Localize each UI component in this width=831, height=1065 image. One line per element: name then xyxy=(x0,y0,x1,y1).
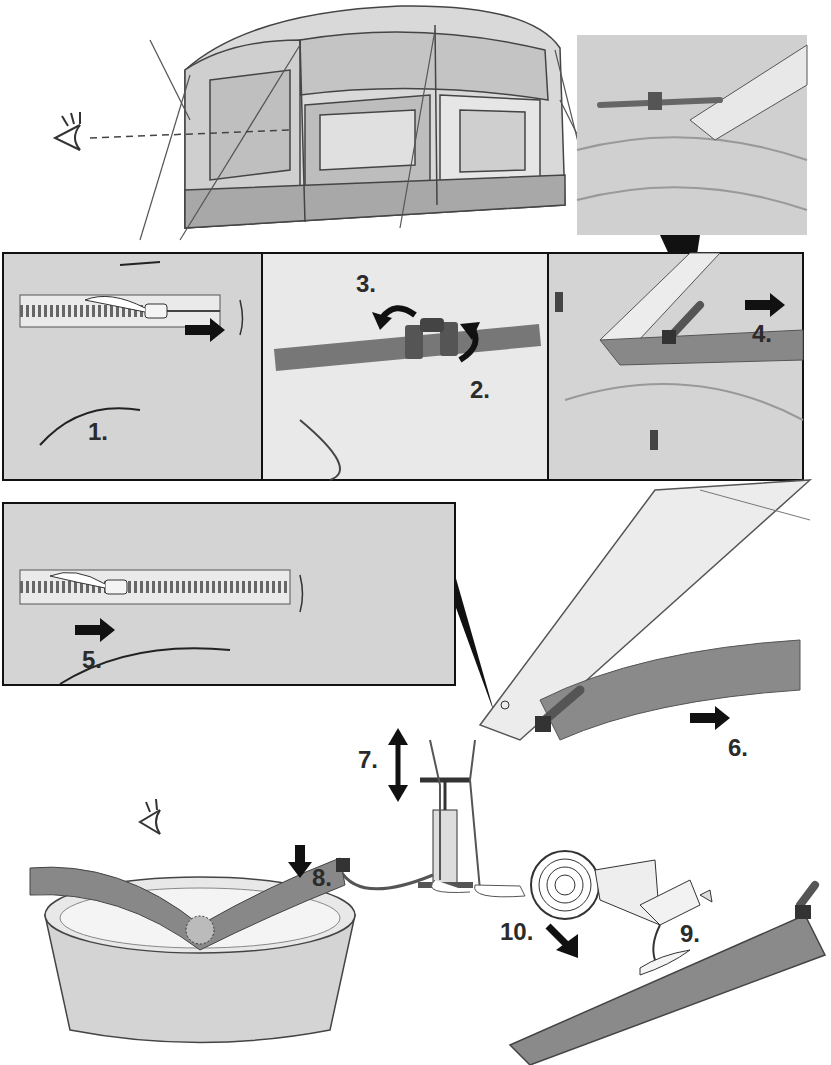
guy-lines xyxy=(140,30,610,240)
tube-panel xyxy=(548,253,803,480)
tube-end xyxy=(480,480,810,740)
water-basin xyxy=(30,799,355,1043)
callout-number: 2. xyxy=(470,378,490,402)
callout-number: 4. xyxy=(752,322,772,346)
valve-panel xyxy=(262,253,548,480)
callout-number: 5. xyxy=(82,648,102,672)
callout-number: 6. xyxy=(728,736,748,760)
callout-number: 3. xyxy=(356,272,376,296)
pump xyxy=(340,728,525,897)
pointer-wedge xyxy=(455,575,495,715)
tent xyxy=(185,6,565,228)
callout-number: 9. xyxy=(680,922,700,946)
callout-number: 10. xyxy=(500,920,533,944)
sight-line xyxy=(90,130,290,138)
callout-number: 7. xyxy=(358,748,378,772)
zipper-panel xyxy=(3,503,455,685)
callout-number: 8. xyxy=(312,866,332,890)
eye-symbol xyxy=(55,112,80,150)
zipper-panel xyxy=(3,253,262,480)
detail-panel xyxy=(577,35,807,235)
repair-kit xyxy=(510,851,825,1065)
callout-number: 1. xyxy=(88,420,108,444)
